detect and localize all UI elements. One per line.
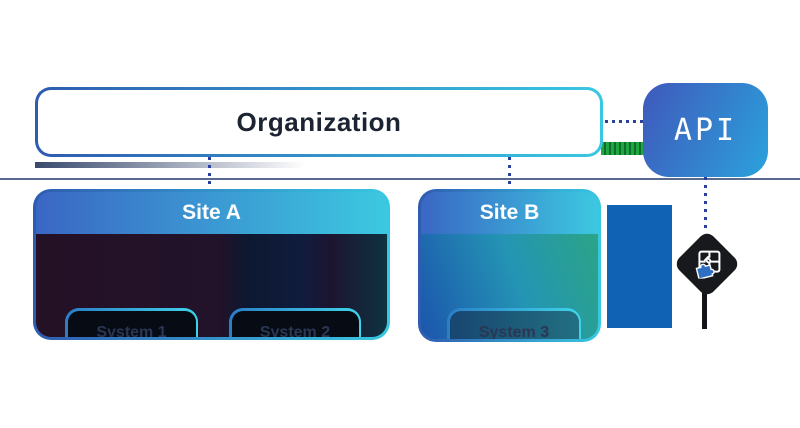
connector-org-sitea [208,157,211,190]
connector-org-api [605,120,646,123]
site-b-body: System 3 [421,234,598,339]
site-a-body: System 1 System 2 [36,234,387,337]
integration-stub-line [702,292,707,329]
site-a-header: Site A [36,192,387,234]
puzzle-icon [683,240,732,289]
system-3-label: System 3 [478,323,550,340]
horizontal-rule [0,178,800,180]
site-a-node: Site A System 1 System 2 [33,189,390,340]
site-b-label: Site B [479,201,540,224]
site-b-header: Site B [421,192,598,234]
organization-node: Organization [35,87,603,157]
integration-node [673,230,741,298]
site-b-node: Site B System 3 [418,189,601,342]
site-a-label: Site A [182,201,241,224]
connector-org-siteb [508,157,511,188]
organization-label: Organization [236,106,402,137]
connector-api-integration [704,177,707,232]
system-1-node: System 1 [65,308,198,337]
decorative-blue-panel [607,205,672,328]
system-3-node: System 3 [447,308,581,339]
api-node: API [643,83,768,177]
connector-data-flow [601,142,646,155]
system-2-label: System 2 [259,323,331,338]
api-label: API [673,112,738,148]
organization-shadow [35,162,335,168]
system-2-node: System 2 [229,308,361,337]
system-1-label: System 1 [96,323,167,338]
